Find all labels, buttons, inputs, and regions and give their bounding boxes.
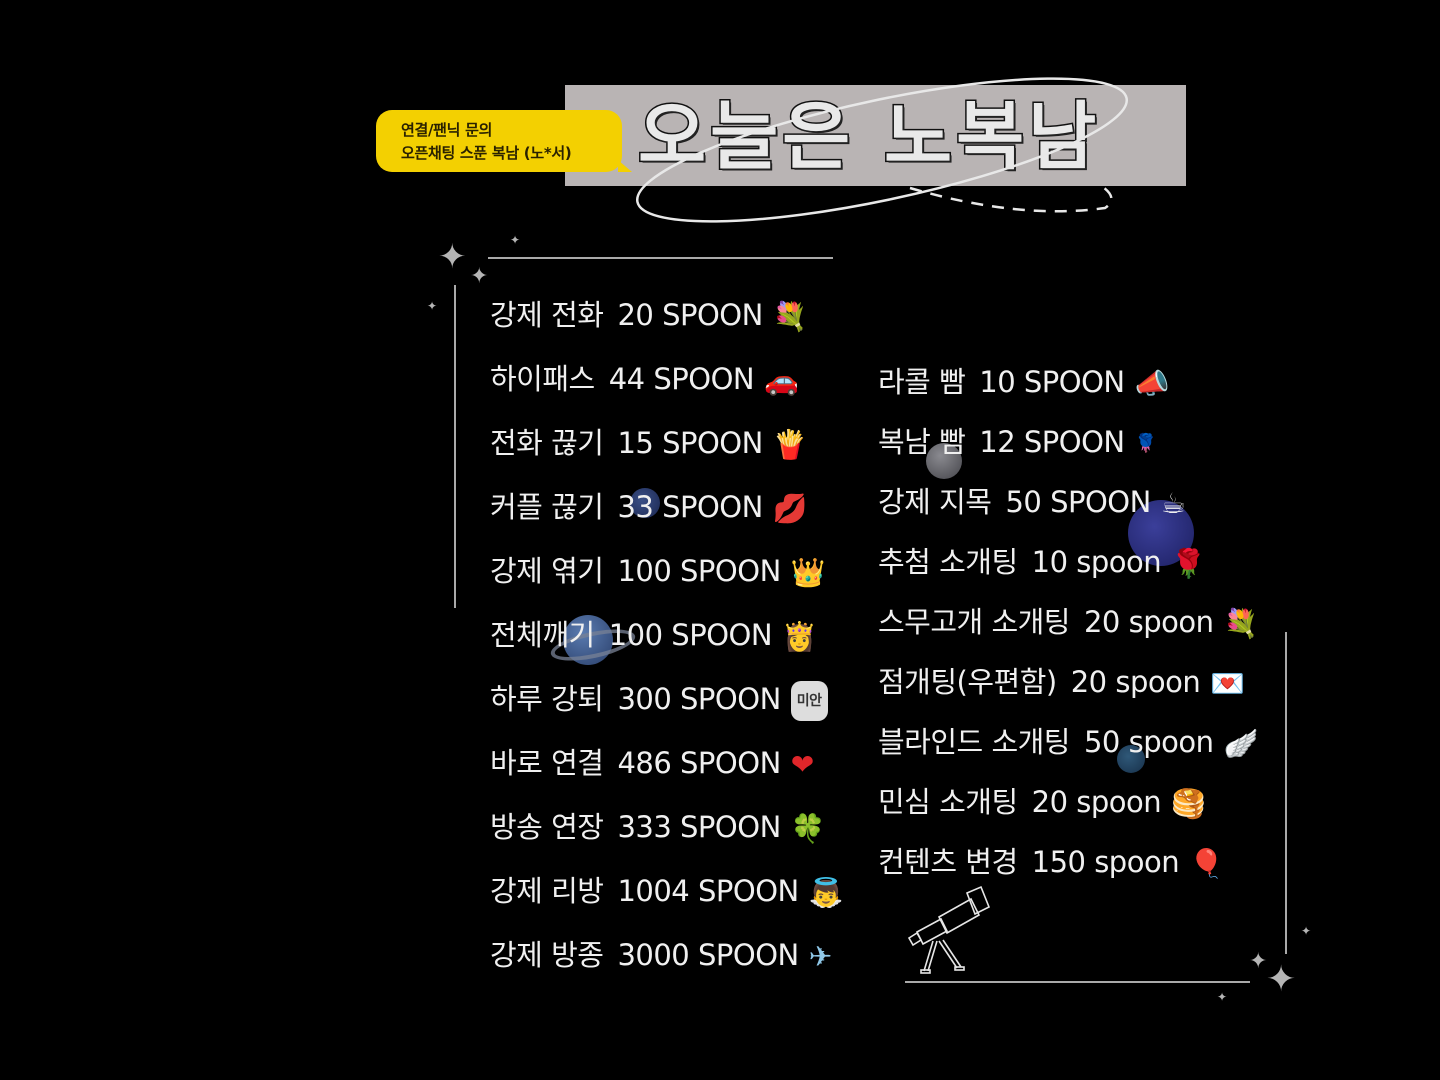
menu-item: 하루 강퇴 300 SPOON 미안 xyxy=(490,681,828,721)
menu-item: 커플 끊기 33 SPOON 💋 xyxy=(490,489,808,527)
item-price: 12 SPOON xyxy=(979,425,1125,459)
sparkle-icon: ✦ xyxy=(1301,924,1312,938)
item-price: 486 SPOON xyxy=(617,746,781,780)
menu-item: 추첨 소개팅 10 spoon 🌹 xyxy=(878,544,1206,582)
item-name: 방송 연장 xyxy=(490,810,604,844)
left-divider xyxy=(454,285,456,608)
item-price: 100 SPOON xyxy=(608,618,773,652)
pancake-icon: 🥞 xyxy=(1171,787,1206,820)
angels-icon: 👼 xyxy=(808,876,844,909)
menu-item: 강제 방종 3000 SPOON ✈ xyxy=(490,937,832,975)
heart-love-icon: ❤ xyxy=(790,748,814,781)
item-name: 강제 전화 xyxy=(490,298,604,332)
item-name: 하이패스 xyxy=(490,362,595,396)
menu-item: 블라인드 소개팅 50 spoon 🪽 xyxy=(878,724,1258,762)
mailbox-icon: 💌 xyxy=(1210,667,1245,700)
item-name: 하루 강퇴 xyxy=(490,682,604,716)
contact-line-2: 오픈채팅 스푼 복남 (노*서) xyxy=(401,144,572,162)
contact-line-1: 연결/팬닉 문의 xyxy=(401,121,493,139)
item-price: 44 SPOON xyxy=(608,362,755,396)
bouquet-icon: 💐 xyxy=(772,300,808,333)
item-name: 강제 지목 xyxy=(878,485,992,519)
item-name: 바로 연결 xyxy=(490,746,604,780)
crown-icon: 👑 xyxy=(790,556,826,589)
sparkle-icon: ✦ xyxy=(470,264,489,289)
top-divider xyxy=(488,257,833,259)
item-price: 100 SPOON xyxy=(617,554,781,588)
item-name: 커플 끊기 xyxy=(490,490,604,524)
item-price: 150 spoon xyxy=(1031,845,1180,879)
item-price: 10 SPOON xyxy=(979,365,1125,399)
item-price: 33 SPOON xyxy=(617,490,763,524)
balloons-icon: 🎈 xyxy=(1189,847,1224,880)
item-price: 20 spoon xyxy=(1070,665,1201,699)
coffee-donut-icon: ☕ xyxy=(1160,487,1186,520)
menu-item: 전화 끊기 15 SPOON 🍟 xyxy=(490,425,808,463)
item-name: 강제 리방 xyxy=(490,874,604,908)
item-price: 20 spoon xyxy=(1083,605,1214,639)
item-name: 강제 방종 xyxy=(490,938,604,972)
item-price: 10 spoon xyxy=(1031,545,1162,579)
bottom-divider xyxy=(905,981,1250,983)
lips-icon: 💋 xyxy=(772,492,808,525)
tiara-icon: 👸 xyxy=(782,620,817,653)
menu-item: 강제 엮기 100 SPOON 👑 xyxy=(490,553,826,591)
item-name: 전화 끊기 xyxy=(490,426,604,460)
item-price: 1004 SPOON xyxy=(617,874,799,908)
item-price: 20 spoon xyxy=(1031,785,1162,819)
item-price: 20 SPOON xyxy=(617,298,763,332)
item-price: 333 SPOON xyxy=(617,810,781,844)
item-name: 추첨 소개팅 xyxy=(878,545,1018,579)
menu-item: 라콜 빰 10 SPOON 📣 xyxy=(878,364,1170,402)
sparkle-icon: ✦ xyxy=(438,237,467,277)
telescope-icon xyxy=(907,885,991,974)
sorry-badge-icon: 미안 xyxy=(790,681,828,721)
airplane-icon: ✈ xyxy=(808,940,832,973)
menu-item: 컨텐츠 변경 150 spoon 🎈 xyxy=(878,844,1224,882)
item-name: 스무고개 소개팅 xyxy=(878,605,1070,639)
item-price: 50 spoon xyxy=(1083,725,1214,759)
menu-item: 스무고개 소개팅 20 spoon 💐 xyxy=(878,604,1258,642)
bouquet-icon: 💐 xyxy=(1223,607,1259,640)
item-price: 50 SPOON xyxy=(1005,485,1151,519)
menu-item: 강제 리방 1004 SPOON 👼 xyxy=(490,873,844,911)
item-name: 컨텐츠 변경 xyxy=(878,845,1018,879)
page-title: 오늘은 노복남 xyxy=(637,93,1101,182)
item-name: 복남 빰 xyxy=(878,425,966,459)
item-name: 블라인드 소개팅 xyxy=(878,725,1070,759)
item-name: 민심 소개팅 xyxy=(878,785,1018,819)
clover-icon: 🍀 xyxy=(790,812,826,845)
menu-item: 복남 빰 12 SPOON 🌹 xyxy=(878,424,1157,462)
item-price: 15 SPOON xyxy=(617,426,763,460)
sparkle-icon: ✦ xyxy=(1249,949,1268,974)
menu-item: 전체깨기 100 SPOON 👸 xyxy=(490,617,817,655)
menu-item: 민심 소개팅 20 spoon 🥞 xyxy=(878,784,1206,822)
menu-item: 강제 전화 20 SPOON 💐 xyxy=(490,297,808,335)
item-name: 전체깨기 xyxy=(490,618,595,652)
menu-item: 방송 연장 333 SPOON 🍀 xyxy=(490,809,826,847)
wings-icon: 🪽 xyxy=(1223,727,1259,760)
menu-item: 바로 연결 486 SPOON ❤ xyxy=(490,745,814,783)
blue-rose-icon: 🌹 xyxy=(1134,433,1157,454)
item-name: 라콜 빰 xyxy=(878,365,966,399)
red-rose-icon: 🌹 xyxy=(1171,547,1206,580)
fries-icon: 🍟 xyxy=(772,428,808,461)
right-divider xyxy=(1285,632,1287,954)
fire-car-icon: 🚗 xyxy=(764,364,799,397)
sparkle-icon: ✦ xyxy=(510,233,521,247)
menu-item: 하이패스 44 SPOON 🚗 xyxy=(490,361,799,399)
megaphone-icon: 📣 xyxy=(1134,367,1170,400)
sparkle-icon: ✦ xyxy=(427,299,438,313)
menu-item: 점개팅(우편함) 20 spoon 💌 xyxy=(878,664,1245,702)
item-price: 3000 SPOON xyxy=(617,938,799,972)
sparkle-icon: ✦ xyxy=(1266,959,1297,1000)
menu-item: 강제 지목 50 SPOON ☕ xyxy=(878,484,1186,522)
item-name: 강제 엮기 xyxy=(490,554,604,588)
sparkle-icon: ✦ xyxy=(1217,990,1228,1004)
item-name: 점개팅(우편함) xyxy=(878,665,1057,699)
contact-bubble: 연결/팬닉 문의 오픈채팅 스푼 복남 (노*서) xyxy=(376,110,632,172)
item-price: 300 SPOON xyxy=(617,682,781,716)
